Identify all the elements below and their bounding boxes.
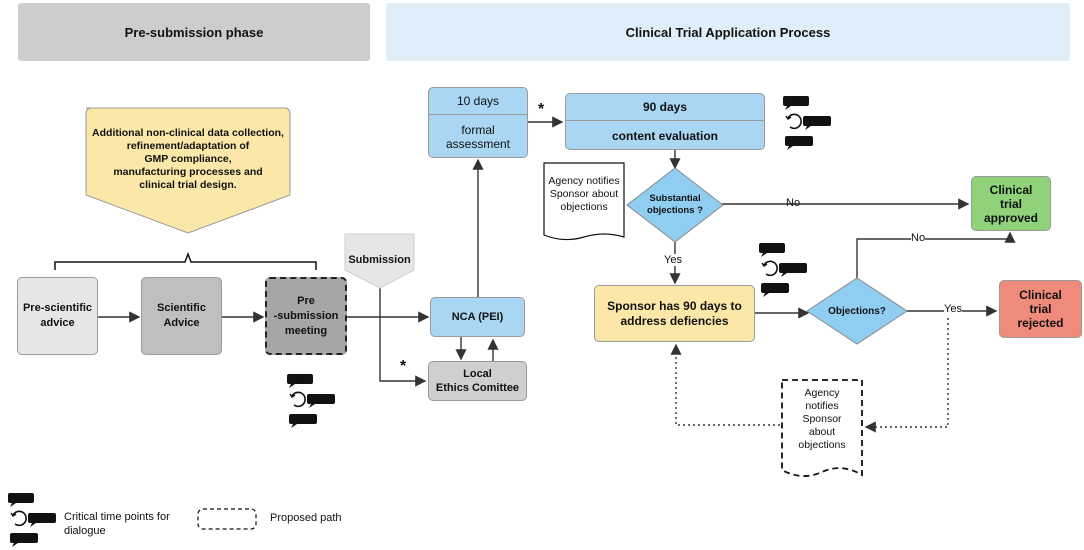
diamond-objections: [806, 277, 908, 345]
node-line: Agency notifies: [548, 174, 620, 187]
content-evaluation-label: content evaluation: [611, 129, 718, 143]
ninety-days-label: 90 days: [566, 94, 764, 121]
phase-cta-label: Clinical Trial Application Process: [625, 24, 831, 40]
agency-doc-1-shape: [543, 162, 625, 241]
ten-days-label: 10 days: [429, 88, 527, 115]
node-line: Scientific: [157, 302, 206, 314]
edge-submission-ethics: [379, 287, 427, 387]
local-ethics-node: Local Ethics Comittee: [428, 361, 527, 401]
edge-objections-approved: [856, 231, 1016, 278]
edge-proposed-back: [670, 343, 780, 426]
node-line: Ethics Comittee: [435, 382, 520, 394]
agency-doc-2-shape: [781, 379, 863, 477]
agency-notifies-doc-1: Agency notifies Sponsor about objections: [544, 169, 624, 219]
label-no-1: No: [786, 197, 801, 209]
additional-data-line: Additional non-clinical data collection,: [92, 126, 284, 139]
node-line: Local: [463, 368, 492, 380]
node-line: approved: [983, 210, 1038, 225]
node-line: Sponsor has 90 days to: [607, 298, 742, 313]
node-line: Clinical: [989, 182, 1033, 197]
node-line: objections: [560, 200, 608, 213]
formal-assessment-label: formal assessment: [429, 115, 527, 159]
node-line: objections ?: [647, 205, 703, 216]
node-line: Pre: [297, 294, 315, 307]
star-ten-days: *: [538, 101, 545, 118]
sponsor-90-days-node: Sponsor has 90 days to address defiencie…: [594, 285, 755, 342]
legend-proposed-label: Proposed path: [270, 512, 342, 524]
node-line: Clinical: [1019, 288, 1062, 302]
legend-line: Critical time points for: [64, 511, 170, 523]
agency-notifies-doc-2: Agency notifies Sponsor about objections: [784, 383, 860, 455]
dialogue-icon-sponsor: [758, 242, 808, 298]
dialogue-icon-meeting: [286, 373, 336, 429]
brace: [54, 251, 317, 270]
legend-line: dialogue: [64, 525, 106, 537]
node-line: advice: [40, 317, 75, 329]
submission-node: Submission: [345, 250, 414, 270]
phase-pre-submission: Pre-submission phase: [18, 3, 370, 61]
node-line: address defiencies: [620, 313, 729, 328]
diamond-substantial: [626, 167, 724, 243]
ten-days-node: 10 days formal assessment: [428, 87, 528, 158]
additional-data-shape: [85, 107, 291, 234]
pre-scientific-advice-node: Pre-scientific advice: [17, 277, 98, 355]
node-line: Advice: [163, 317, 200, 329]
node-line: trial: [999, 196, 1022, 211]
edge-proposed-rejection: [864, 318, 949, 433]
label-no-2: No: [911, 232, 926, 244]
legend-proposed-box: [197, 508, 257, 530]
node-line: -submission: [273, 309, 339, 322]
node-line: Agency: [804, 386, 840, 399]
trial-approved-node: Clinical trial approved: [971, 176, 1051, 231]
additional-data-line: refinement/adaptation of: [126, 139, 250, 152]
node-line: Substantial: [649, 193, 701, 204]
nca-label: NCA (PEI): [451, 310, 504, 323]
ninety-days-node: 90 days content evaluation: [565, 93, 765, 150]
node-line: assessment: [445, 137, 511, 151]
star-ethics: *: [400, 358, 407, 375]
substantial-objections-node: Substantial objections ?: [637, 190, 713, 220]
label-yes-2: Yes: [944, 303, 962, 315]
additional-data-line: GMP compliance,: [144, 152, 232, 165]
node-line: meeting: [284, 324, 328, 337]
scientific-advice-node: Scientific Advice: [141, 277, 222, 355]
objections-node: Objections?: [817, 302, 897, 320]
pre-submission-meeting-node: Pre -submission meeting: [265, 277, 347, 355]
node-line: notifies: [805, 399, 839, 412]
node-line: Sponsor about: [549, 187, 619, 200]
label-yes-1: Yes: [664, 254, 682, 266]
dialogue-icon-legend: [7, 492, 57, 548]
dialogue-icon-ninety: [782, 95, 832, 151]
trial-rejected-node: Clinical trial rejected: [999, 280, 1082, 338]
node-line: trial: [1029, 302, 1052, 316]
additional-data-line: manufacturing processes and: [113, 165, 263, 178]
node-line: rejected: [1017, 316, 1064, 330]
node-line: formal: [461, 123, 495, 137]
phase-pre-submission-label: Pre-submission phase: [124, 24, 264, 40]
node-line: objections: [798, 438, 846, 451]
submission-label: Submission: [348, 254, 411, 266]
node-line: about: [808, 425, 836, 438]
node-line: Pre-scientific: [22, 302, 93, 314]
objections-label: Objections?: [828, 305, 886, 317]
nca-pei-node: NCA (PEI): [430, 297, 525, 337]
legend-dialogue-label: Critical time points for dialogue: [64, 510, 170, 538]
node-line: Sponsor: [802, 412, 842, 425]
submission-shape: [344, 233, 415, 289]
phase-cta-process: Clinical Trial Application Process: [386, 3, 1070, 61]
additional-data-line: clinical trial design.: [139, 178, 237, 191]
additional-data-node: Additional non-clinical data collection,…: [88, 120, 288, 198]
